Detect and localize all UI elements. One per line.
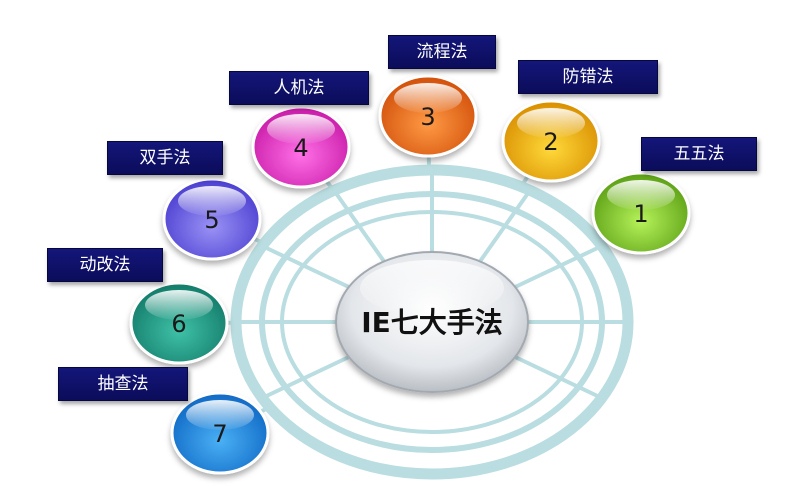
method-label-5: 双手法 — [107, 141, 223, 175]
method-node-number: 1 — [633, 200, 648, 228]
method-label-1: 五五法 — [641, 137, 757, 171]
method-node-highlight — [267, 114, 335, 144]
method-label-2: 防错法 — [518, 60, 658, 94]
center-title: IE七大手法 — [361, 306, 503, 339]
spoke-line — [514, 355, 603, 400]
method-node-1: 1 — [591, 171, 691, 255]
spoke-line — [261, 355, 350, 400]
method-node-number: 5 — [204, 206, 219, 234]
method-node-number: 2 — [543, 128, 558, 156]
method-node-number: 6 — [171, 310, 186, 338]
spoke-group — [236, 170, 628, 400]
method-node-number: 4 — [293, 134, 308, 162]
spoke-line — [478, 189, 532, 263]
method-node-5: 5 — [162, 177, 262, 261]
method-label-4: 人机法 — [229, 71, 369, 105]
method-node-highlight — [145, 290, 213, 320]
node-group: 1 2 3 4 5 6 7 — [129, 74, 691, 475]
method-node-highlight — [186, 400, 254, 430]
method-node-number: 3 — [420, 103, 435, 131]
method-node-3: 3 — [378, 74, 478, 158]
spoke-line — [332, 189, 386, 263]
method-label-3: 流程法 — [388, 35, 496, 69]
method-label-6: 动改法 — [47, 248, 163, 282]
method-node-highlight — [394, 83, 462, 113]
method-label-7: 抽查法 — [58, 367, 188, 401]
center-hub — [335, 251, 529, 393]
method-node-number: 7 — [212, 420, 227, 448]
method-node-highlight — [517, 108, 585, 138]
method-node-7: 7 — [170, 391, 270, 475]
spoke-line — [261, 244, 350, 289]
method-node-6: 6 — [129, 281, 229, 365]
method-node-highlight — [178, 186, 246, 216]
method-node-2: 2 — [501, 99, 601, 183]
spoke-line — [514, 244, 603, 289]
center-hub-highlight — [360, 260, 504, 316]
method-node-highlight — [607, 180, 675, 210]
method-node-4: 4 — [251, 105, 351, 189]
